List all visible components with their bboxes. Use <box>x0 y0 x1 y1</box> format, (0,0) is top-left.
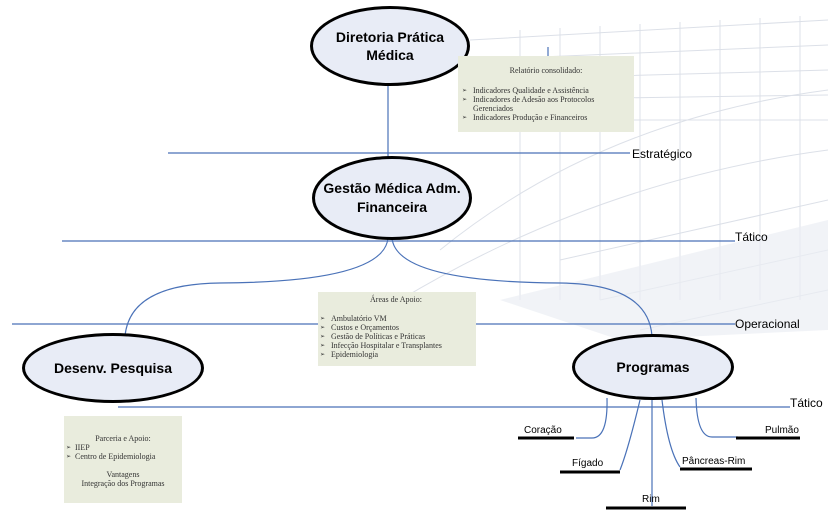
node-gestao-medica-adm-financeira: Gestão Médica Adm. Financeira <box>312 156 472 240</box>
list-item: Indicadores Produção e Financeiros <box>462 113 630 122</box>
note-list: Indicadores Qualidade e Assistência Indi… <box>462 86 630 122</box>
branch-coracao <box>576 397 608 439</box>
node-label: Financeira <box>356 199 428 215</box>
level-label-tatico: Tático <box>790 396 823 410</box>
program-coracao: Coração <box>524 425 562 436</box>
program-pancreas-rim: Pâncreas-Rim <box>682 456 746 467</box>
node-label: Programas <box>616 359 690 375</box>
branch-pulmao <box>695 397 738 438</box>
node-label: Desenv. Pesquisa <box>53 360 173 376</box>
note-list: Ambulatório VM Custos e Orçamentos Gestã… <box>320 314 472 359</box>
program-rim: Rim <box>642 494 660 505</box>
program-figado: Fígado <box>572 458 604 469</box>
list-item: Centro de Epidemiologia <box>66 452 180 461</box>
note-parceria-e-apoio: Parceria e Apoio: IIEP Centro de Epidemi… <box>64 416 182 503</box>
level-label-operacional: Operacional <box>735 317 800 331</box>
list-item: Indicadores de Adesão aos Protocolos Ger… <box>462 95 630 113</box>
list-item: Indicadores Qualidade e Assistência <box>462 86 630 95</box>
level-label-tatico: Tático <box>735 230 768 244</box>
level-label-estrategico: Estratégico <box>632 147 693 161</box>
note-list: IIEP Centro de Epidemiologia <box>66 443 180 461</box>
branch-pancreas <box>661 399 681 468</box>
connector-gestao-programas <box>391 237 653 337</box>
node-label: Médica <box>366 47 414 63</box>
list-item: Ambulatório VM <box>320 314 472 323</box>
note-title: Relatório consolidado: <box>509 66 583 75</box>
note-relatorio-consolidado: Relatório consolidado: Indicadores Quali… <box>458 56 634 132</box>
list-item: Infecção Hospitalar e Transplantes <box>320 341 472 350</box>
note-areas-de-apoio: Áreas de Apoio: Ambulatório VM Custos e … <box>318 292 476 366</box>
node-diretoria-pratica-medica: Diretoria Prática Médica <box>310 6 470 86</box>
list-item: Custos e Orçamentos <box>320 323 472 332</box>
list-item: IIEP <box>66 443 180 452</box>
program-pulmao: Pulmão <box>765 425 799 436</box>
note-footer: Integração dos Programas <box>81 479 165 488</box>
node-programas: Programas <box>572 334 734 400</box>
connector-gestao-desenv <box>124 237 389 337</box>
node-desenv-pesquisa: Desenv. Pesquisa <box>22 333 204 403</box>
note-title: Áreas de Apoio: <box>370 295 422 304</box>
list-item: Gestão de Políticas e Práticas <box>320 332 472 341</box>
list-item: Epidemiologia <box>320 350 472 359</box>
node-label: Diretoria Prática <box>335 29 445 45</box>
note-title: Parceria e Apoio: <box>95 434 151 443</box>
node-label: Gestão Médica Adm. <box>323 180 461 196</box>
note-footer: Vantagens <box>106 470 140 479</box>
branch-figado <box>619 399 641 471</box>
